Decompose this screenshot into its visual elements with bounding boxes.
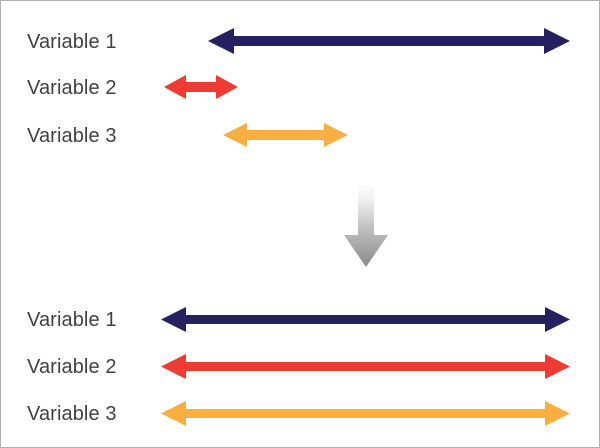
top-arrow-variable-2 [164, 75, 238, 99]
bottom-label-variable-2: Variable 2 [27, 356, 117, 378]
bottom-arrow-variable-3 [161, 401, 570, 426]
top-label-variable-1: Variable 1 [27, 31, 117, 53]
bottom-arrow-variable-1 [161, 307, 570, 332]
bottom-label-variable-3: Variable 3 [27, 403, 117, 425]
down-arrow-icon [344, 185, 388, 267]
bottom-arrow-variable-2 [161, 354, 570, 379]
bottom-label-variable-1: Variable 1 [27, 309, 117, 331]
top-label-variable-3: Variable 3 [27, 125, 117, 147]
top-arrow-variable-1 [208, 28, 570, 54]
top-arrow-variable-3 [223, 123, 348, 147]
top-label-variable-2: Variable 2 [27, 77, 117, 99]
